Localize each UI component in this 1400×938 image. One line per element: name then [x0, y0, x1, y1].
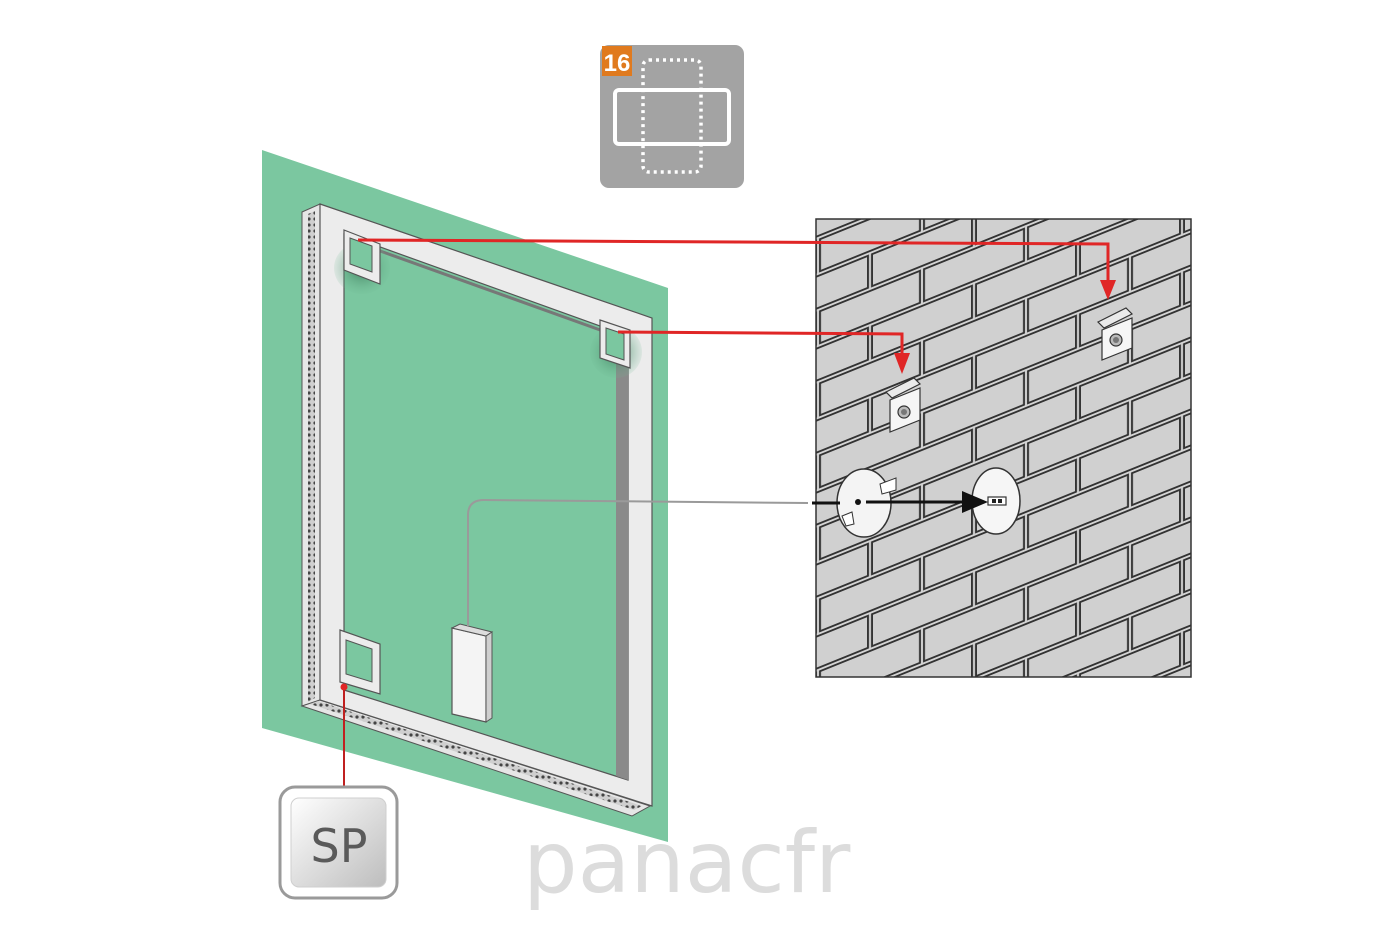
black-arrow-connection: [812, 491, 988, 513]
corner-bracket-top-left: [334, 229, 390, 294]
power-cable: [467, 498, 809, 626]
power-supply: [450, 623, 494, 723]
led-strip-left: [308, 211, 315, 702]
corner-bracket-bottom-left: [339, 629, 381, 695]
sp-anchor-dot: [340, 683, 348, 691]
led-strip-bottom: [310, 701, 642, 810]
frame-inner-top-rail: [343, 236, 629, 342]
red-arrow-top: [357, 238, 1116, 300]
wall-hook-left: [884, 377, 922, 433]
badge-number: 16: [604, 50, 631, 77]
wall-junction-box: [971, 467, 1021, 535]
brick-wall-border: [815, 218, 1192, 678]
watermark-text: panacfr: [523, 813, 851, 913]
portrait-dotted-outline-icon: [641, 58, 703, 174]
frame-inner-rail: [616, 330, 628, 780]
red-arrow-middle: [617, 330, 910, 374]
sp-tile: SP: [278, 785, 399, 900]
landscape-outline-icon: [613, 88, 731, 146]
badge-16: 16: [600, 45, 744, 188]
brick-wall: [816, 219, 1191, 677]
sp-label: SP: [311, 819, 368, 873]
wall-hook-right: [1096, 307, 1134, 361]
